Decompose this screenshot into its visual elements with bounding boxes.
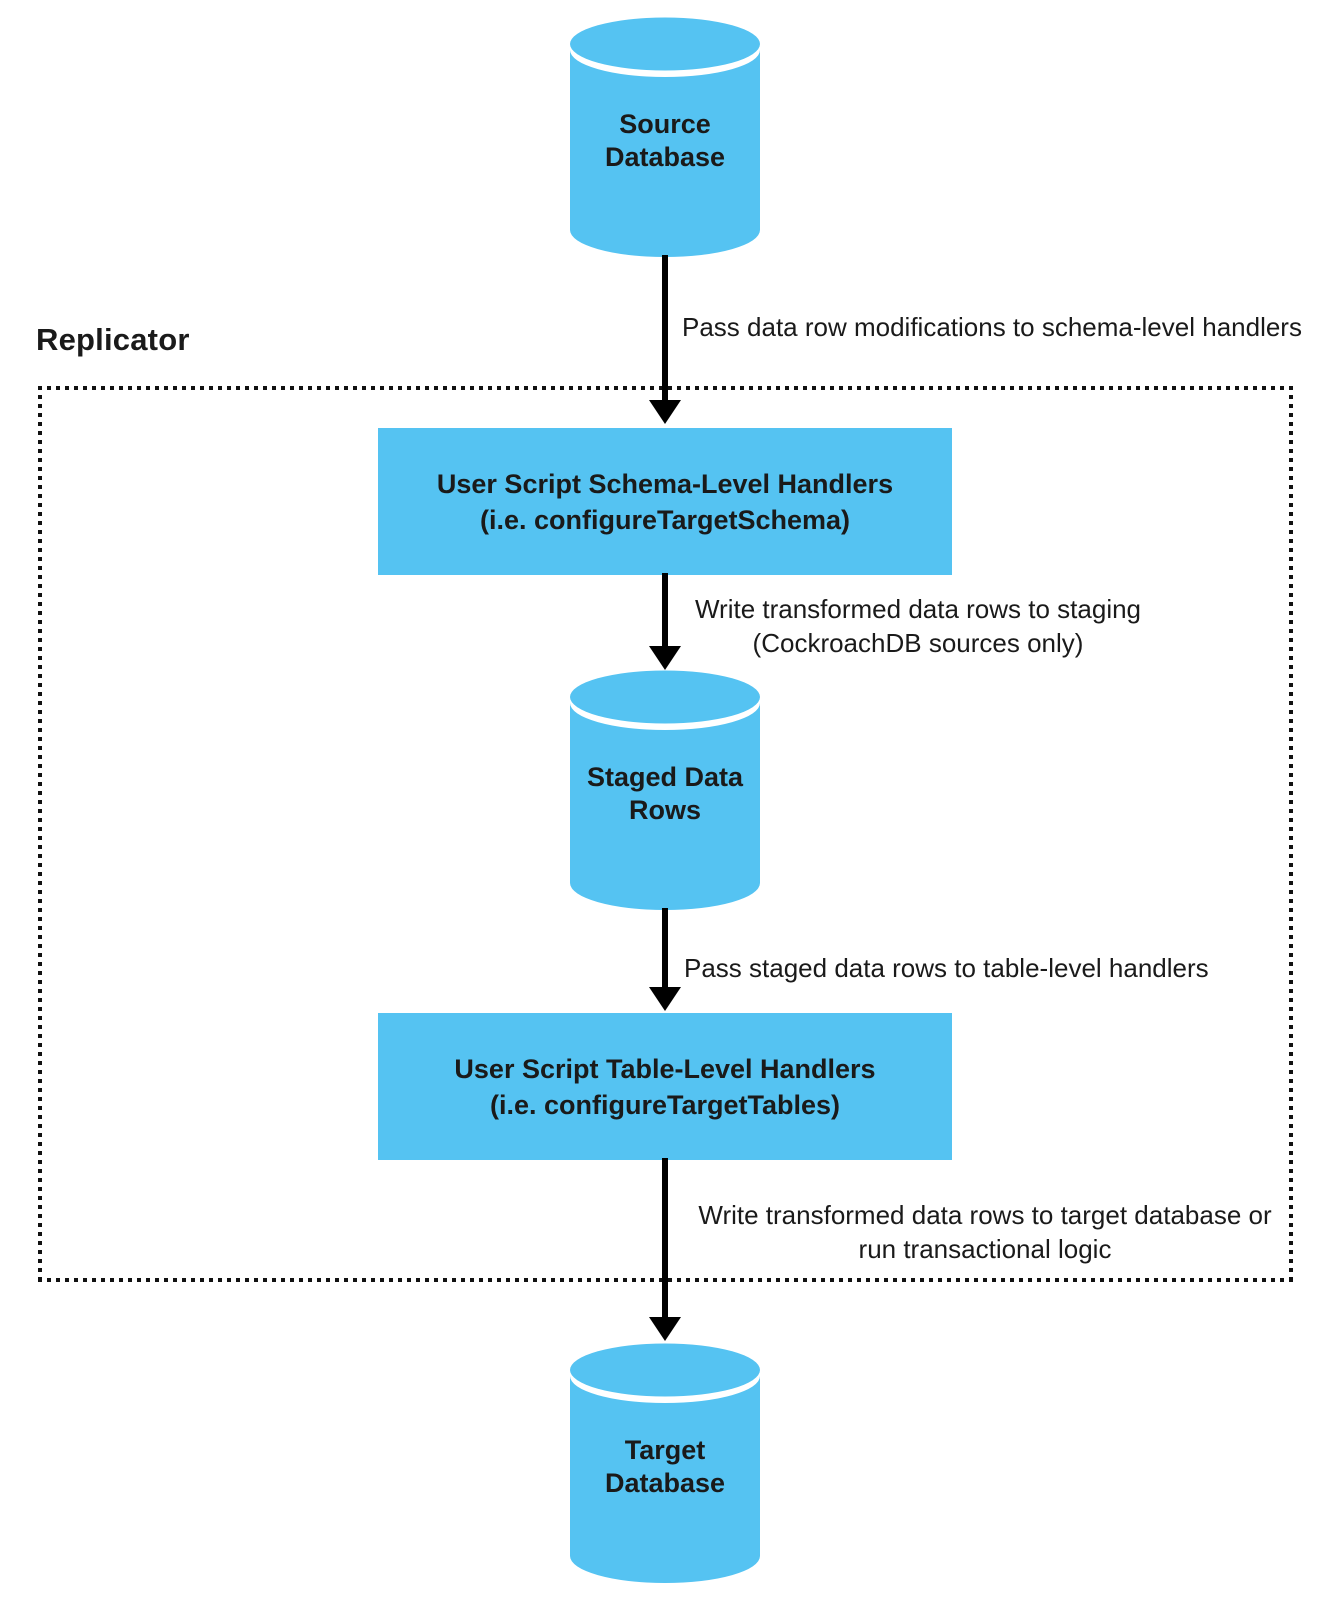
label-line: Source [619, 109, 711, 139]
edge-label-line: Write transformed data rows to target da… [698, 1200, 1272, 1230]
target-database-node: Target Database [570, 1343, 760, 1583]
staged-data-rows-node: Staged Data Rows [570, 670, 760, 910]
label-line: Rows [628, 795, 701, 825]
database-cylinder-icon [570, 17, 760, 257]
source-database-label: Source Database [570, 17, 760, 257]
edge-label-line: Pass staged data rows to table-level han… [684, 953, 1209, 983]
arrow-source-to-schema [662, 255, 668, 402]
label-line: Database [604, 142, 726, 172]
arrowhead-icon [649, 646, 681, 670]
edge-label-source-to-schema: Pass data row modifications to schema-le… [682, 310, 1302, 344]
arrow-table-to-target [662, 1158, 668, 1319]
edge-label-schema-to-staged: Write transformed data rows to staging (… [682, 592, 1154, 660]
label-line: User Script Table-Level Handlers [454, 1053, 876, 1084]
label-line: User Script Schema-Level Handlers [436, 468, 894, 499]
label-line: (i.e. configureTargetSchema) [479, 504, 851, 535]
label-line: Staged Data [586, 762, 744, 792]
database-cylinder-icon [570, 1343, 760, 1583]
edge-label-line: run transactional logic [858, 1234, 1112, 1264]
arrow-schema-to-staged [662, 573, 668, 650]
label-line: (i.e. configureTargetTables) [489, 1089, 841, 1120]
edge-label-line: Write transformed data rows to staging [694, 594, 1142, 624]
label-line: Target [624, 1435, 706, 1465]
edge-label-line: (CockroachDB sources only) [752, 628, 1084, 658]
schema-level-handlers-node: User Script Schema-Level Handlers (i.e. … [378, 428, 952, 575]
edge-label-table-to-target: Write transformed data rows to target da… [682, 1198, 1288, 1266]
table-level-handlers-node: User Script Table-Level Handlers (i.e. c… [378, 1013, 952, 1160]
edge-label-staged-to-table: Pass staged data rows to table-level han… [684, 951, 1209, 985]
source-database-node: Source Database [570, 17, 760, 257]
arrowhead-icon [649, 1317, 681, 1341]
arrow-staged-to-table [662, 908, 668, 989]
edge-label-line: Pass data row modifications to schema-le… [682, 312, 1302, 342]
replicator-container-label: Replicator [36, 322, 190, 357]
arrowhead-icon [649, 400, 681, 424]
label-line: Database [604, 1468, 726, 1498]
target-database-label: Target Database [570, 1343, 760, 1583]
arrowhead-icon [649, 987, 681, 1011]
database-cylinder-icon [570, 670, 760, 910]
staged-data-rows-label: Staged Data Rows [570, 670, 760, 910]
